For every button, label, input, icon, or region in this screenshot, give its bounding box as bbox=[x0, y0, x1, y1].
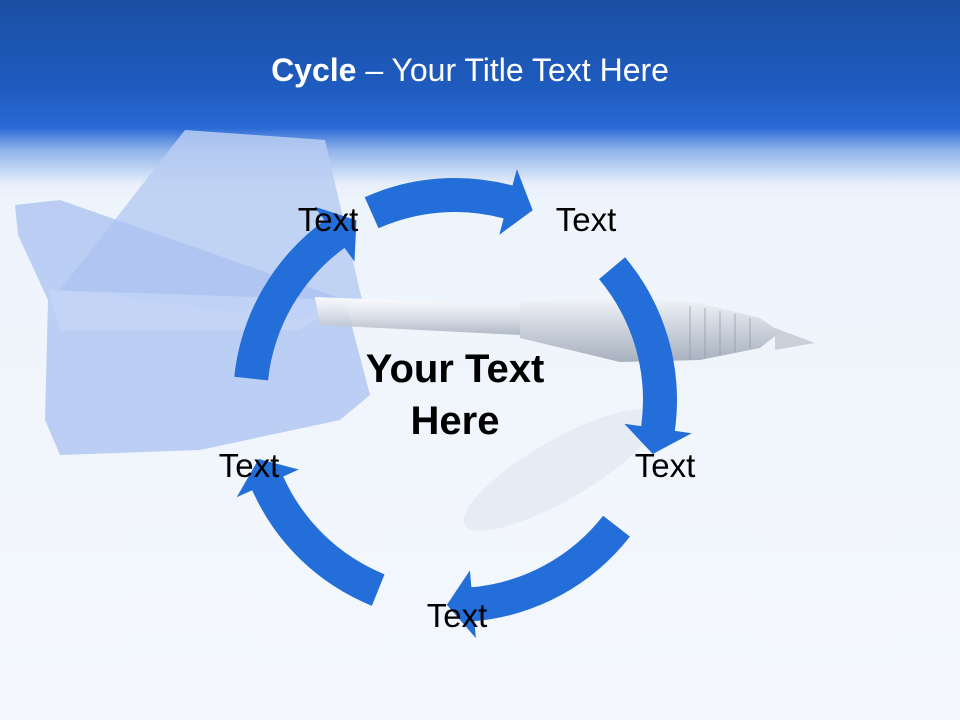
step-label-right: Text bbox=[634, 447, 696, 484]
curved-arrow-icon bbox=[364, 169, 533, 235]
curved-arrow-icon bbox=[234, 206, 357, 381]
curved-arrow-icon bbox=[599, 257, 692, 454]
slide-title: Cycle – Your Title Text Here bbox=[0, 52, 940, 89]
curved-arrow-icon bbox=[236, 459, 385, 606]
step-label-top-right: Text bbox=[555, 201, 617, 238]
title-bold: Cycle bbox=[271, 52, 357, 88]
step-label-bottom: Text bbox=[426, 597, 488, 634]
curved-arrow-icon bbox=[446, 515, 630, 639]
center-text: Your Text Here bbox=[366, 343, 545, 447]
center-text-line2: Here bbox=[410, 399, 500, 443]
step-label-top-left: Text bbox=[297, 201, 359, 238]
title-rest: – Your Title Text Here bbox=[356, 52, 669, 88]
step-label-left: Text bbox=[218, 447, 280, 484]
center-text-line1: Your Text bbox=[365, 347, 545, 391]
